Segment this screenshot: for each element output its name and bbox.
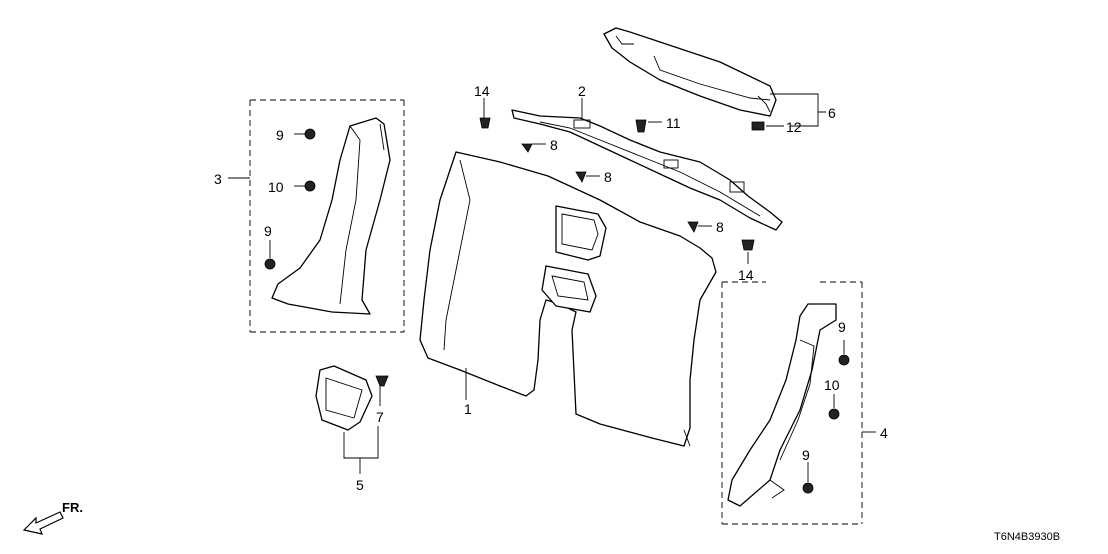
callout-10a: 10 [268, 179, 284, 195]
callout-7: 7 [376, 409, 384, 425]
diagram-code: T6N4B3930B [994, 531, 1060, 543]
callout-3: 3 [214, 171, 222, 187]
leader-lines [228, 93, 876, 482]
clip-12 [751, 121, 765, 131]
nut-9-upper [304, 128, 316, 140]
bolt-11 [635, 119, 647, 133]
clip-8-b [575, 171, 587, 183]
callout-6: 6 [828, 105, 836, 121]
callout-labels: 1 2 3 4 5 6 7 8 8 8 9 9 9 9 10 10 11 12 … [214, 83, 888, 493]
callout-9d: 9 [802, 447, 810, 463]
group-3-box [249, 99, 405, 333]
callout-14a: 14 [474, 83, 490, 99]
bolt-14-right [741, 239, 755, 251]
nut-9-right [838, 354, 850, 366]
callout-12: 12 [786, 119, 802, 135]
callout-8b: 8 [604, 169, 612, 185]
fasteners [264, 117, 850, 494]
clip-8-c [687, 221, 699, 233]
part-6-rear-shelf-trim [603, 27, 777, 117]
front-direction-arrow: FR. [22, 500, 83, 535]
callout-9c: 9 [838, 319, 846, 335]
callout-8a: 8 [550, 137, 558, 153]
nut-10-right [828, 408, 840, 420]
callout-1: 1 [464, 401, 472, 417]
callout-9a: 9 [276, 127, 284, 143]
clip-7 [375, 375, 389, 387]
clip-8-a [521, 143, 533, 153]
callout-5: 5 [356, 477, 364, 493]
callout-8c: 8 [716, 219, 724, 235]
callout-4: 4 [880, 425, 888, 441]
callout-11: 11 [666, 115, 681, 131]
group-4-box [721, 281, 863, 525]
callout-14b: 14 [738, 267, 754, 283]
callout-2: 2 [578, 83, 586, 99]
part-2-upper-rear-trim [511, 109, 783, 231]
nut-9-right-lower [802, 482, 814, 494]
front-arrow-label: FR. [62, 500, 83, 515]
nut-9-left-lower [264, 258, 276, 270]
callout-9b: 9 [264, 223, 272, 239]
callout-10b: 10 [824, 377, 840, 393]
part-5-lower-cover [315, 365, 373, 431]
bolt-14-top [479, 117, 491, 129]
nut-10-left [304, 180, 316, 192]
part-1-rear-panel-lining [419, 151, 717, 447]
